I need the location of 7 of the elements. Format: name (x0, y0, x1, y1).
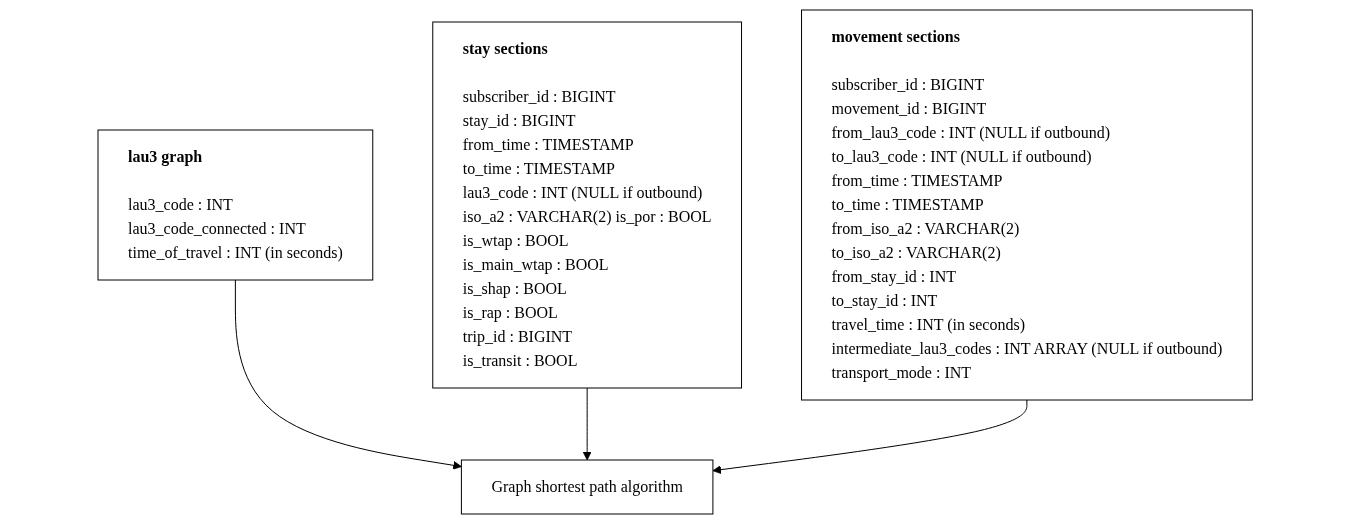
node-box: stay sections subscriber_id : BIGINT stay_id : BIGINT from_time : TIMESTAMP to_time : TIMESTAMP lau3_code : INT (NULL if outbound) iso_a2 : VARCHAR(2) is_por : BOOL is_wtap : BOOL is_main_wtap : BOOL is_shap : BOOL is_rap : BOOL trip_id : BIGINT is_transit : BOOL (432, 21, 743, 389)
node-box: Graph shortest path algorithm (461, 459, 714, 515)
arrow (583, 387, 592, 461)
node-box: movement sections subscriber_id : BIGINT movement_id : BIGINT from_lau3_code : INT (NULL if outbound) to_lau3_code : INT (NULL if outbound) from_time : TIMESTAMP to_time : TIMESTAMP from_iso_a2 : VARCHAR(2) to_iso_a2 : VARCHAR(2) from_stay_id : INT to_stay_id : INT travel_time : INT (in seconds) intermediate_lau3_codes : INT ARRAY (NULL if outbound) transport_mode : INT (801, 9, 1254, 401)
node-box: lau3 graph lau3_code : INT lau3_code_connected : INT time_of_travel : INT (in seconds) (97, 129, 374, 281)
arrow (235, 279, 463, 470)
arrow (712, 399, 1028, 475)
